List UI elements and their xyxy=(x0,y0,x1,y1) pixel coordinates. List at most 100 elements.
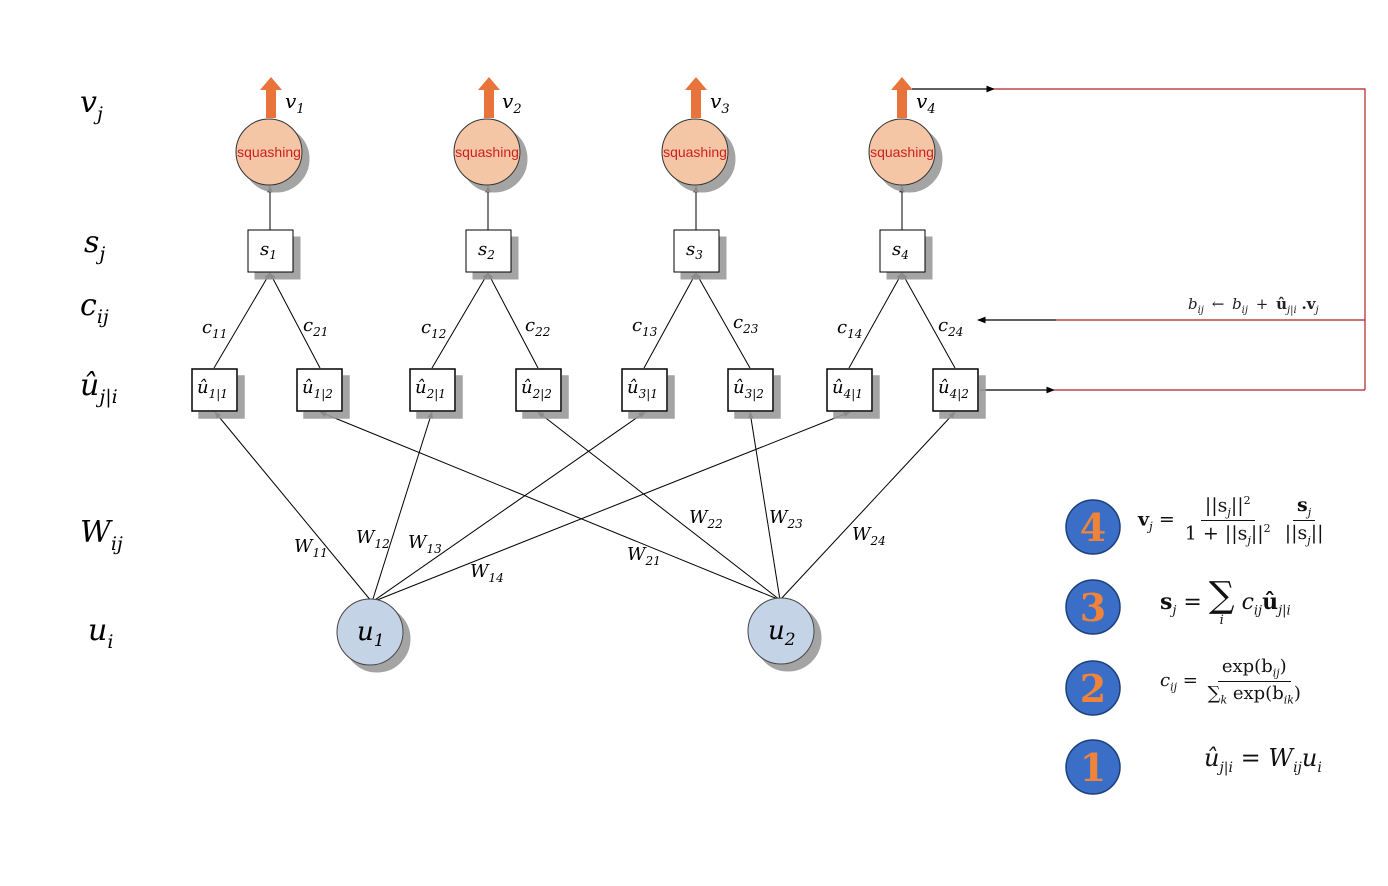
output-label-3: v3 xyxy=(710,89,730,117)
svg-text:û3|2: û3|2 xyxy=(733,377,764,401)
svg-text:1: 1 xyxy=(1080,745,1106,790)
fraction-softmax: exp(bij) ∑k exp(bik) xyxy=(1207,656,1301,707)
svg-text:3: 3 xyxy=(1080,585,1106,630)
svg-text:2: 2 xyxy=(1080,666,1106,711)
svg-text:û4|1: û4|1 xyxy=(832,377,863,401)
edge-c23 xyxy=(695,272,751,369)
w-label-14: W14 xyxy=(470,561,504,585)
s-node-3: s3 xyxy=(673,229,720,273)
output-arrow-2 xyxy=(478,77,500,118)
s-node-4: s4 xyxy=(879,229,926,273)
squash-node-1: squashing xyxy=(235,118,303,186)
c-label-13: c13 xyxy=(632,315,658,339)
output-arrow-3 xyxy=(685,77,707,118)
c-label-22: c22 xyxy=(525,315,550,339)
output-label-2: v2 xyxy=(502,89,522,117)
edge-w21 xyxy=(319,411,781,601)
edge-w23 xyxy=(748,411,781,601)
fraction-unit: sj ||sj|| xyxy=(1284,494,1324,547)
uhat-node-2-2: û2|2 xyxy=(515,368,562,412)
update-rule: bij ← bij + ûj|i .vj xyxy=(1188,295,1319,317)
svg-text:s2: s2 xyxy=(478,239,495,262)
row-label-s: sj xyxy=(84,225,105,265)
c-labels: c11 c21 c12 c22 c13 c23 c14 c24 xyxy=(202,312,963,341)
edge-c22 xyxy=(487,272,539,369)
row-label-c: cij xyxy=(80,288,109,328)
formula-weighted-sum: sj = ∑ i cijûj|i xyxy=(1160,575,1291,628)
step-badge-1: 1 xyxy=(1065,739,1121,795)
step-badge-2: 2 xyxy=(1065,660,1121,716)
squash-node-2: squashing xyxy=(453,118,521,186)
output-labels: v1 v2 v3 v4 xyxy=(285,89,936,117)
step-badge-3: 3 xyxy=(1065,579,1121,635)
edge-c13 xyxy=(643,272,697,369)
squash-nodes: squashing squashing squashing squashing xyxy=(235,118,936,186)
row-label-v: vj xyxy=(80,85,103,125)
uhat-node-4-1: û4|1 xyxy=(826,368,873,412)
row-label-w: Wij xyxy=(80,515,123,555)
uhat-node-3-1: û3|1 xyxy=(621,368,668,412)
output-label-1: v1 xyxy=(285,89,305,117)
edge-w14 xyxy=(371,411,851,603)
uhat-node-2-1: û2|1 xyxy=(409,368,456,412)
squash-label: squashing xyxy=(870,144,934,160)
edge-w11 xyxy=(214,411,373,603)
edge-c12 xyxy=(431,272,489,369)
uhat-node-1-1: û1|1 xyxy=(191,368,238,412)
s-nodes: s1 s2 s3 s4 xyxy=(247,229,926,273)
edge-w24 xyxy=(779,411,956,601)
w-label-21: W21 xyxy=(627,544,661,568)
input-node-2: u2 xyxy=(747,597,815,665)
svg-text:û1|2: û1|2 xyxy=(302,377,333,401)
fraction-norm: ||sj||2 1 + ||sj||2 xyxy=(1184,494,1271,548)
step-badge-4: 4 xyxy=(1065,499,1121,555)
svg-text:s3: s3 xyxy=(686,239,703,262)
svg-text:s1: s1 xyxy=(260,239,277,262)
c-label-14: c14 xyxy=(837,317,862,341)
c-label-21: c21 xyxy=(303,315,328,339)
svg-text:û2|2: û2|2 xyxy=(521,377,552,401)
row-label-u: ui xyxy=(88,613,113,653)
c-label-24: c24 xyxy=(938,315,963,339)
squash-label: squashing xyxy=(455,144,519,160)
squash-label: squashing xyxy=(663,144,727,160)
s-node-2: s2 xyxy=(465,229,512,273)
input-node-1: u1 xyxy=(336,598,404,666)
uhat-node-3-2: û3|2 xyxy=(727,368,774,412)
row-labels: vj sj cij ûj|i Wij ui xyxy=(80,85,123,653)
svg-text:u1: u1 xyxy=(357,617,385,651)
w-label-23: W23 xyxy=(769,507,803,531)
c-label-23: c23 xyxy=(733,312,759,336)
uhat-nodes: û1|1 û1|2 û2|1 û2|2 û3|1 û3|2 û4|1 û4|2 xyxy=(191,368,979,412)
formula-squash: vj = ||sj||2 1 + ||sj||2 sj ||sj|| xyxy=(1138,494,1328,547)
output-arrows xyxy=(260,77,913,118)
input-nodes: u1 u2 xyxy=(336,597,815,666)
edge-w22 xyxy=(537,411,781,601)
edge-c11 xyxy=(213,272,271,369)
svg-text:û1|1: û1|1 xyxy=(197,377,228,401)
c-label-11: c11 xyxy=(202,317,227,341)
formula-prediction: ûj|i = Wijui xyxy=(1204,744,1322,776)
svg-text:s4: s4 xyxy=(892,239,909,262)
svg-text:û3|1: û3|1 xyxy=(627,377,658,401)
step-badges: 4 3 2 1 xyxy=(1065,499,1121,795)
svg-text:û4|2: û4|2 xyxy=(938,377,969,401)
edge-c14 xyxy=(848,272,903,369)
c-edges xyxy=(213,272,956,369)
w-label-12: W12 xyxy=(356,527,390,551)
w-label-11: W11 xyxy=(294,536,328,560)
c-label-12: c12 xyxy=(421,317,446,341)
uhat-node-1-2: û1|2 xyxy=(296,368,343,412)
output-arrow-1 xyxy=(260,77,282,118)
output-label-4: v4 xyxy=(916,89,936,117)
w-label-24: W24 xyxy=(852,524,886,548)
w-label-13: W13 xyxy=(408,532,442,556)
row-label-u-hat: ûj|i xyxy=(80,368,118,408)
squash-node-4: squashing xyxy=(868,118,936,186)
output-arrow-4 xyxy=(891,77,913,118)
squash-node-3: squashing xyxy=(661,118,729,186)
edge-w12 xyxy=(371,411,433,603)
edge-c21 xyxy=(269,272,321,369)
s-node-1: s1 xyxy=(247,229,294,273)
